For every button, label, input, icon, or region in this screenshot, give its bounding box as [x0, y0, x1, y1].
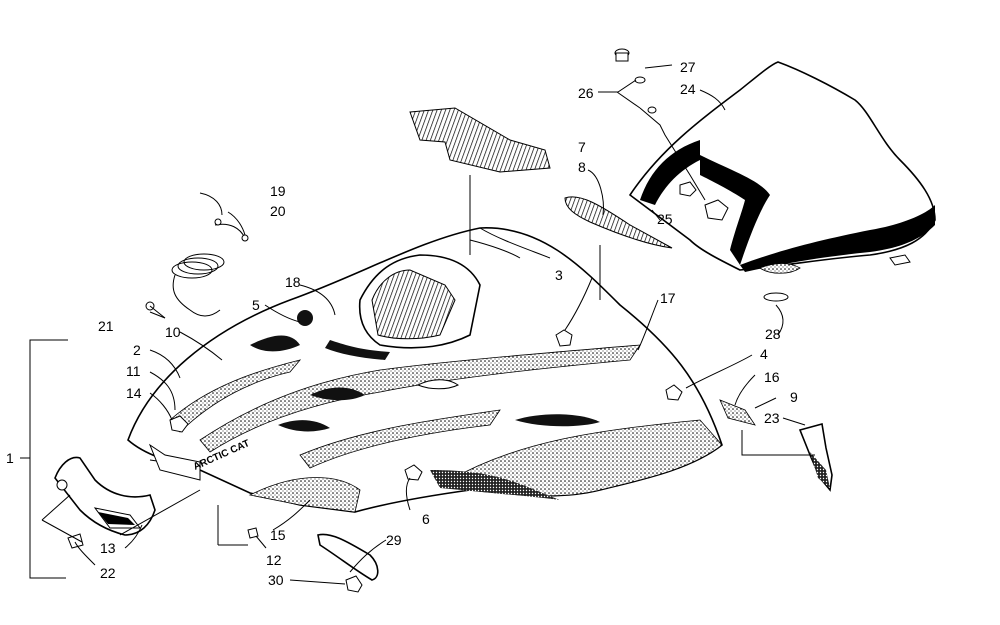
callout-19: 19: [270, 183, 286, 199]
screw-21: [145, 301, 166, 319]
decal-7: [409, 107, 551, 173]
callout-3: 3: [555, 267, 563, 283]
callout-15: 15: [270, 527, 286, 543]
bumper-bracket: [54, 456, 156, 549]
callout-4: 4: [760, 346, 768, 362]
callout-labels: 1 2 3 4 5 6 7 8 9 10 11 12 13 14 15 16 1…: [6, 59, 798, 588]
nut-25: [679, 181, 729, 221]
callout-28: 28: [765, 326, 781, 342]
callout-2: 2: [133, 342, 141, 358]
callout-25: 25: [657, 211, 673, 227]
callout-24: 24: [680, 81, 696, 97]
callout-21: 21: [98, 318, 114, 334]
screw-22: [67, 533, 84, 549]
rivet-3: [555, 329, 573, 347]
callout-10: 10: [165, 324, 181, 340]
hood-plug: [297, 310, 313, 326]
clip-30: [345, 575, 363, 593]
washer-26: [634, 76, 657, 114]
callout-14: 14: [126, 385, 142, 401]
washer-28: [763, 292, 789, 302]
callout-11: 11: [126, 363, 141, 379]
callout-8: 8: [578, 159, 586, 175]
screw-12: [247, 527, 259, 539]
callout-18: 18: [285, 274, 301, 290]
callout-1: 1: [6, 450, 14, 466]
callout-22: 22: [100, 565, 116, 581]
vent-center: [310, 387, 365, 401]
callout-29: 29: [386, 532, 402, 548]
callout-9: 9: [790, 389, 798, 405]
windshield-trim-left: [640, 140, 700, 205]
callout-7: 7: [578, 139, 586, 155]
callout-23: 23: [764, 410, 780, 426]
windshield: [628, 61, 936, 274]
hood-side-panel-left: [248, 477, 361, 513]
callout-6: 6: [422, 511, 430, 527]
callout-16: 16: [764, 369, 780, 385]
leader-lines: [20, 64, 815, 585]
bracket-23: [798, 422, 833, 492]
coil-cable: [171, 218, 249, 317]
hood-body: ARCTIC CAT: [127, 227, 723, 513]
screw-27: [614, 48, 630, 62]
callout-13: 13: [100, 540, 116, 556]
gauge-opening: [371, 269, 456, 340]
callout-5: 5: [252, 297, 260, 313]
callout-12: 12: [266, 552, 282, 568]
callout-20: 20: [270, 203, 286, 219]
handle-29: [317, 533, 379, 581]
rivet-6: [404, 464, 423, 481]
vent-left: [250, 335, 300, 352]
windshield-trim-right: [700, 155, 770, 265]
callout-30: 30: [268, 572, 284, 588]
callout-17: 17: [660, 290, 676, 306]
decal-8: [564, 196, 673, 249]
plate-9: [719, 399, 756, 426]
callout-26: 26: [578, 85, 594, 101]
callout-27: 27: [680, 59, 696, 75]
